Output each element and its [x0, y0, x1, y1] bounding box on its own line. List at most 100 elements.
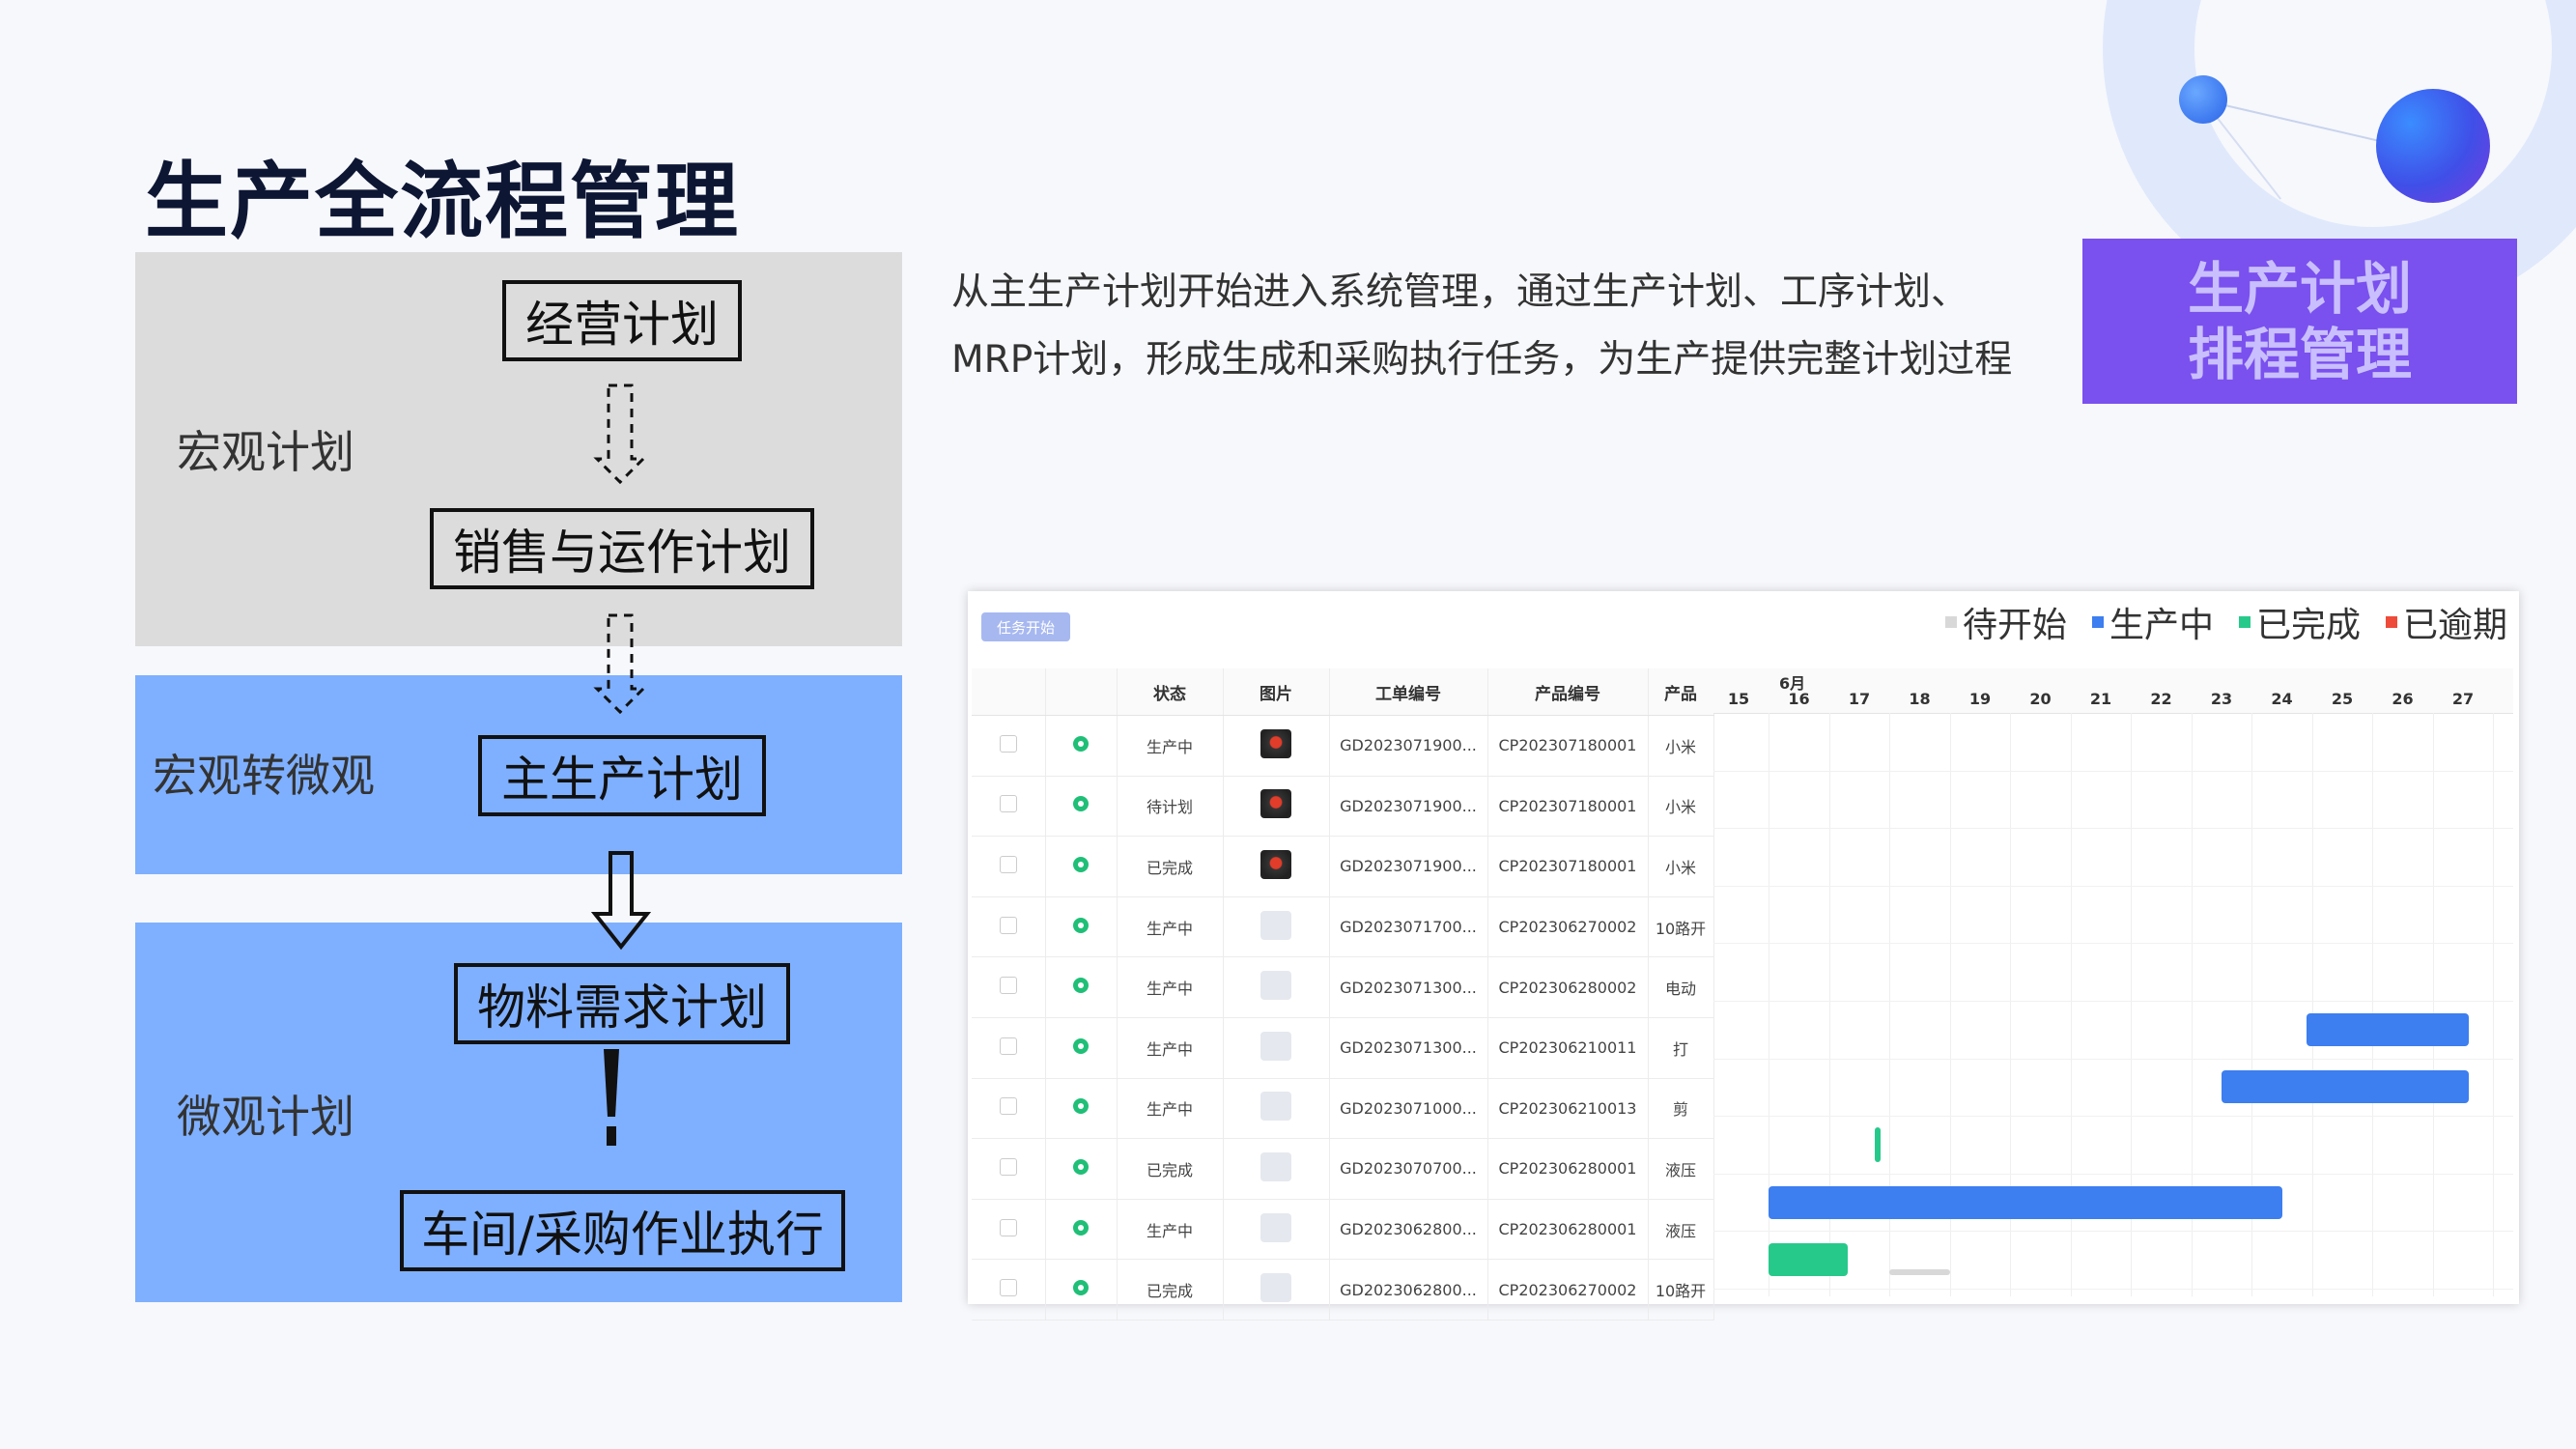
macro-plan-label: 宏观计划	[177, 426, 354, 478]
row-checkbox[interactable]	[999, 1157, 1017, 1176]
row-action-cell[interactable]	[1045, 896, 1118, 958]
row-select-cell[interactable]	[972, 896, 1046, 958]
row-action-cell[interactable]	[1045, 1017, 1118, 1079]
add-circle-icon[interactable]	[1073, 1098, 1089, 1115]
row-order-link[interactable]: GD2023071300...	[1329, 956, 1488, 1018]
gantt-day-label: 21	[2089, 690, 2112, 708]
header-image: 图片	[1223, 668, 1330, 716]
gantt-grid-column	[2251, 713, 2253, 1296]
row-action-cell[interactable]	[1045, 1138, 1118, 1200]
gantt-day-label: 20	[2029, 690, 2052, 708]
add-circle-icon[interactable]	[1073, 978, 1089, 994]
row-order-link[interactable]: GD2023071900...	[1329, 715, 1488, 777]
row-select-cell[interactable]	[972, 776, 1046, 838]
row-action-cell[interactable]	[1045, 836, 1118, 897]
gantt-row-line	[1713, 1289, 2513, 1290]
row-select-cell[interactable]	[972, 1017, 1046, 1079]
gantt-day-label: 16	[1788, 690, 1810, 708]
row-select-cell[interactable]	[972, 1199, 1046, 1261]
gantt-day-label: 17	[1848, 690, 1871, 708]
row-checkbox[interactable]	[999, 855, 1017, 873]
gantt-grid-column	[2070, 713, 2072, 1296]
step-master-production-plan: 主生产计划	[478, 735, 766, 816]
row-order-link[interactable]: GD2023062800...	[1329, 1199, 1488, 1261]
row-order-link[interactable]: GD2023070700...	[1329, 1138, 1488, 1200]
row-image-cell	[1223, 1199, 1330, 1261]
add-circle-icon[interactable]	[1073, 917, 1089, 933]
row-checkbox[interactable]	[999, 1097, 1017, 1116]
row-select-cell[interactable]	[972, 1259, 1046, 1321]
row-select-cell[interactable]	[972, 715, 1046, 777]
header-checkbox	[972, 668, 1046, 716]
gantt-bar[interactable]	[2222, 1070, 2470, 1104]
row-order-link[interactable]: GD2023071000...	[1329, 1078, 1488, 1140]
row-order-link[interactable]: GD2023062800...	[1329, 1259, 1488, 1321]
row-checkbox[interactable]	[999, 977, 1017, 995]
row-select-cell[interactable]	[972, 1138, 1046, 1200]
gantt-bar[interactable]	[1769, 1243, 1848, 1277]
transition-panel	[135, 675, 902, 874]
gantt-grid-column	[1828, 713, 1830, 1296]
gantt-row-line	[1713, 828, 2513, 830]
tag-line-2: 排程管理	[2187, 321, 2412, 387]
legend-label: 已逾期	[2402, 606, 2507, 645]
row-action-cell[interactable]	[1045, 1199, 1118, 1261]
row-order-link[interactable]: GD2023071300...	[1329, 1017, 1488, 1079]
add-circle-icon[interactable]	[1073, 856, 1089, 872]
header-order-no: 工单编号	[1329, 668, 1488, 716]
add-circle-icon[interactable]	[1073, 735, 1089, 752]
add-circle-icon[interactable]	[1073, 1158, 1089, 1175]
row-action-cell[interactable]	[1045, 1078, 1118, 1140]
gantt-grid-column	[2432, 713, 2434, 1296]
row-select-cell[interactable]	[972, 1078, 1046, 1140]
row-action-cell[interactable]	[1045, 776, 1118, 838]
task-start-button[interactable]: 任务开始	[981, 612, 1070, 641]
row-order-link[interactable]: GD2023071900...	[1329, 776, 1488, 838]
gantt-row-line	[1713, 1058, 2513, 1060]
gantt-row-line	[1713, 1001, 2513, 1002]
row-status: 生产中	[1117, 956, 1224, 1018]
row-order-link[interactable]: GD2023071900...	[1329, 836, 1488, 897]
row-checkbox[interactable]	[999, 1218, 1017, 1236]
gantt-bar[interactable]	[2306, 1012, 2470, 1046]
row-action-cell[interactable]	[1045, 956, 1118, 1018]
product-thumbnail	[1260, 1092, 1291, 1122]
row-status: 生产中	[1117, 1017, 1224, 1079]
row-action-cell[interactable]	[1045, 1259, 1118, 1321]
gantt-day-label: 26	[2392, 690, 2414, 708]
add-circle-icon[interactable]	[1073, 796, 1089, 812]
step-workshop-purchase-execution: 车间/采购作业执行	[400, 1190, 845, 1271]
product-thumbnail	[1260, 1031, 1291, 1061]
row-action-cell[interactable]	[1045, 715, 1118, 777]
row-product-no: CP202306270002	[1487, 896, 1649, 958]
add-circle-icon[interactable]	[1073, 1219, 1089, 1236]
gantt-bar[interactable]	[1874, 1127, 1881, 1162]
row-select-cell[interactable]	[972, 956, 1046, 1018]
row-checkbox[interactable]	[999, 1037, 1017, 1055]
row-order-link[interactable]: GD2023071700...	[1329, 896, 1488, 958]
gantt-grid-column	[2311, 713, 2313, 1296]
product-thumbnail	[1260, 1273, 1291, 1303]
table-header-row: 状态 图片 工单编号 产品编号 产品	[972, 668, 1714, 716]
dashed-down-arrow-icon	[593, 613, 647, 715]
gantt-bar[interactable]	[1889, 1269, 1950, 1275]
row-checkbox[interactable]	[999, 916, 1017, 934]
add-circle-icon[interactable]	[1073, 1037, 1089, 1054]
macro-plan-panel	[135, 252, 902, 646]
row-checkbox[interactable]	[999, 734, 1017, 753]
gantt-bar[interactable]	[1769, 1185, 2282, 1219]
add-circle-icon[interactable]	[1073, 1280, 1089, 1296]
row-select-cell[interactable]	[972, 836, 1046, 897]
row-checkbox[interactable]	[999, 795, 1017, 813]
row-checkbox[interactable]	[999, 1279, 1017, 1297]
